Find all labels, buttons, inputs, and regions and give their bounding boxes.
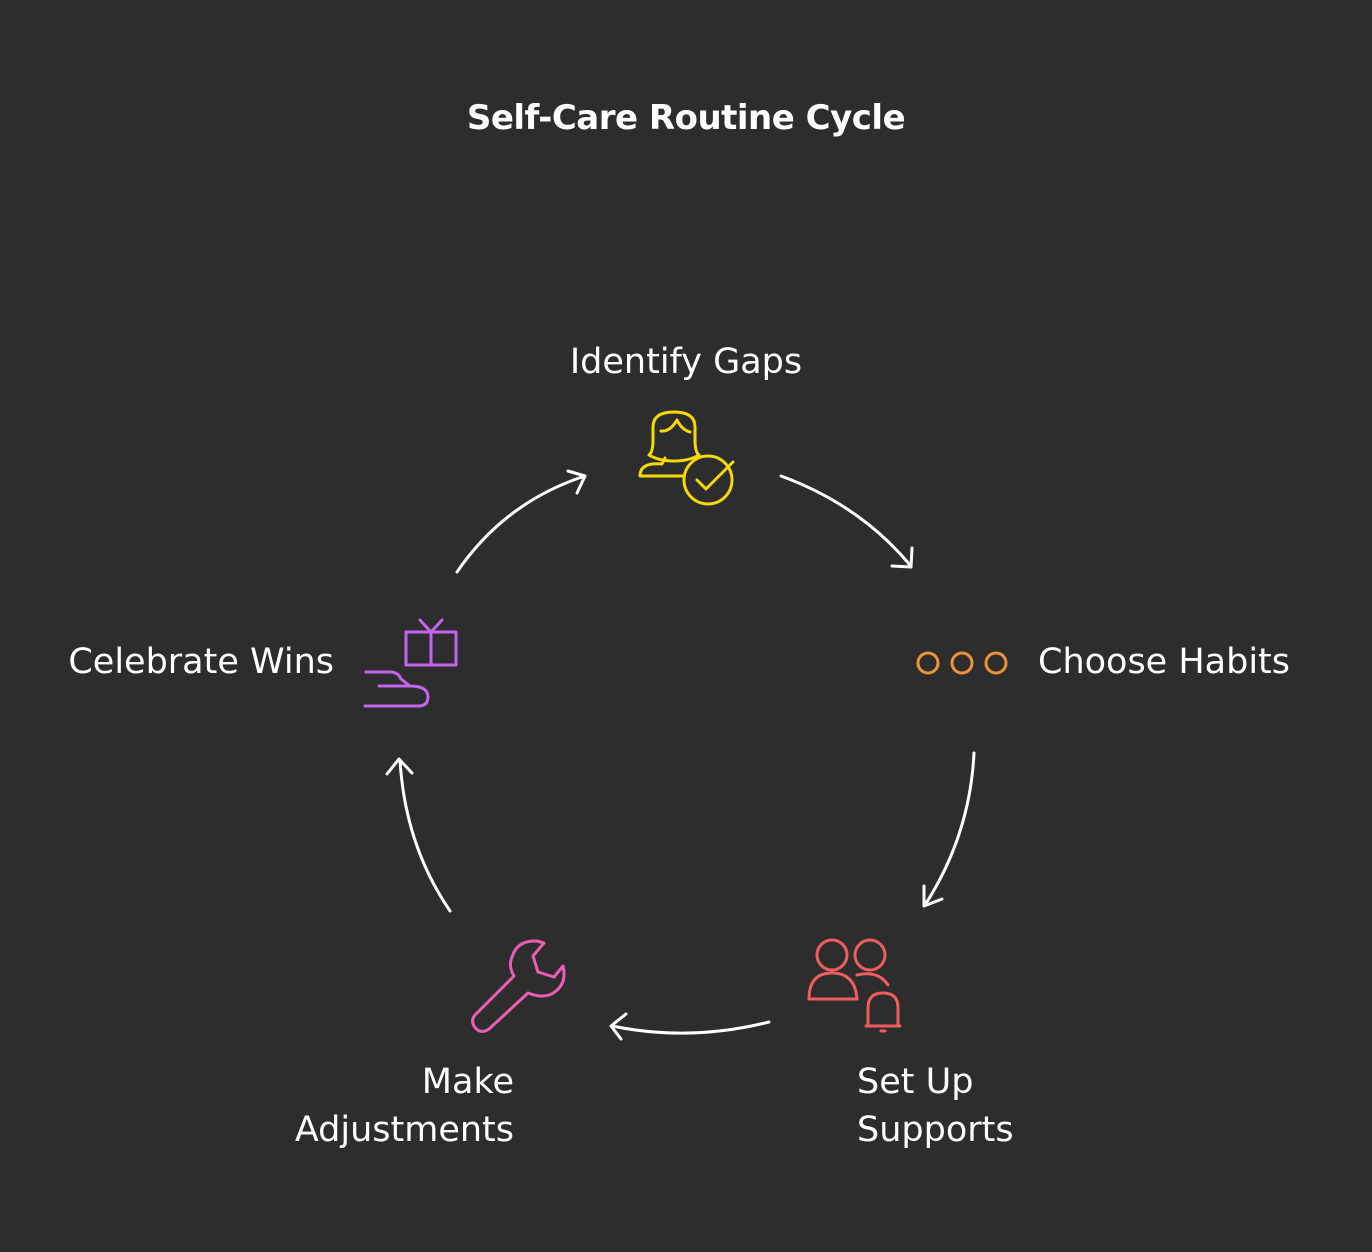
arrow-choose-to-supports bbox=[922, 751, 976, 908]
step-label-text: Celebrate Wins bbox=[68, 642, 334, 682]
step-label-make-adjustments: Make Adjustments bbox=[295, 1058, 514, 1154]
wrench-icon bbox=[471, 939, 566, 1033]
step-label-identify-gaps: Identify Gaps bbox=[0, 338, 1372, 386]
step-label-celebrate-wins: Celebrate Wins bbox=[68, 638, 334, 686]
arrow-supports-to-adjust bbox=[609, 1012, 771, 1041]
people-bell-icon bbox=[807, 938, 902, 1033]
step-label-set-up-supports: Set Up Supports bbox=[857, 1058, 1014, 1154]
arrow-adjust-to-celebrate bbox=[385, 757, 452, 913]
step-label-line: Supports bbox=[857, 1110, 1014, 1150]
step-label-line: Set Up bbox=[857, 1062, 974, 1102]
arrow-identify-to-choose bbox=[779, 474, 914, 569]
three-dots-icon bbox=[916, 651, 1008, 675]
step-label-line: Adjustments bbox=[294, 1110, 514, 1150]
step-label-text: Identify Gaps bbox=[569, 342, 803, 382]
step-label-choose-habits: Choose Habits bbox=[1038, 638, 1290, 686]
step-label-text: Choose Habits bbox=[1038, 642, 1291, 682]
step-label-line: Make bbox=[421, 1062, 514, 1102]
hand-gift-icon bbox=[363, 618, 458, 708]
person-check-icon bbox=[638, 410, 735, 506]
arrow-celebrate-to-identify bbox=[455, 469, 587, 574]
diagram-title: Self-Care Routine Cycle bbox=[466, 98, 906, 138]
